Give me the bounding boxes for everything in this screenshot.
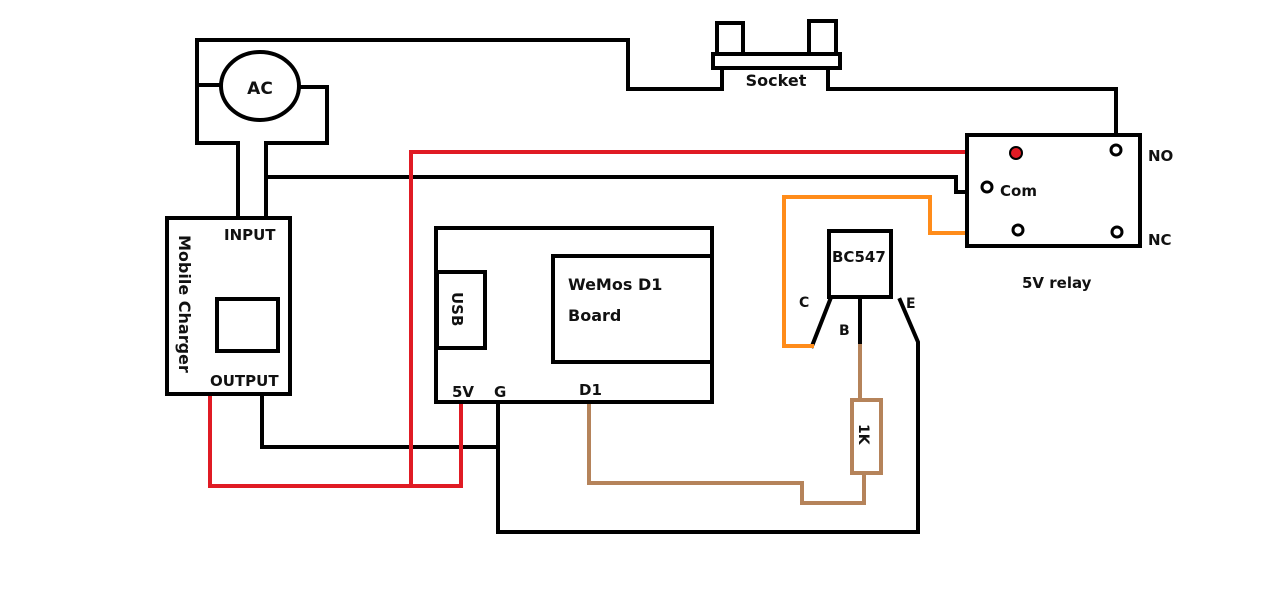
relay-title-label: 5V relay — [1022, 274, 1092, 292]
mobile-charger — [165, 216, 292, 396]
lead-collector — [809, 297, 833, 349]
wemos-board — [434, 226, 714, 404]
wire-relay-coil-positive — [409, 150, 1016, 488]
wire-ac-left-loop — [195, 38, 240, 222]
socket-body — [711, 52, 842, 70]
ac-source-circle — [219, 50, 301, 122]
relay — [965, 133, 1142, 248]
transistor-bc547 — [827, 229, 893, 299]
resistor-1k — [850, 398, 883, 475]
brown-wires — [587, 344, 883, 505]
ac-label: AC — [247, 79, 273, 99]
relay-com-label: Com — [1000, 182, 1037, 200]
relay-com-terminal — [980, 180, 994, 194]
wire-ac-right-loop — [264, 85, 329, 222]
usb-label: USB — [448, 292, 466, 326]
wire-d1-to-resistor — [587, 403, 866, 505]
wire-ac-to-socket — [195, 38, 724, 91]
usb-port — [435, 270, 487, 350]
relay-nc-label: NC — [1148, 231, 1172, 249]
transistor-label: BC547 — [832, 248, 886, 266]
wire-charger-positive — [208, 393, 463, 488]
charger-output-label: OUTPUT — [210, 372, 279, 390]
socket-label: Socket — [746, 71, 807, 90]
black-wires — [195, 38, 1118, 534]
socket-pin-left — [715, 21, 745, 58]
wire-g-to-emitter — [496, 297, 920, 534]
relay-no-label: NO — [1148, 147, 1173, 165]
relay-coil-terminal-bottom — [1011, 223, 1025, 237]
pin-c-label: C — [799, 295, 809, 311]
charger-input-label: INPUT — [224, 226, 276, 244]
pin-g-label: G — [494, 383, 506, 401]
relay-nc-terminal — [1110, 225, 1124, 239]
wemos-label-line2: Board — [568, 306, 621, 325]
pin-b-label: B — [839, 323, 850, 339]
wire-socket-to-relay-no — [826, 66, 1118, 152]
socket — [711, 19, 842, 70]
pin-5v-label: 5V — [452, 383, 474, 401]
relay-coil-terminal-top — [1009, 146, 1023, 160]
wire-collector-to-relay-coil — [782, 195, 1019, 348]
mobile-charger-label: Mobile Charger — [175, 235, 194, 373]
wire-to-relay-com — [264, 175, 987, 194]
relay-no-terminal — [1109, 143, 1123, 157]
socket-pin-right — [807, 19, 838, 56]
pin-d1-label: D1 — [579, 381, 602, 399]
wire-charger-gnd — [260, 393, 500, 449]
wemos-chip-box — [551, 254, 714, 364]
mobile-charger-inner — [215, 297, 280, 353]
wemos-label-line1: WeMos D1 — [568, 275, 662, 294]
pin-e-label: E — [906, 296, 916, 312]
red-wires — [208, 150, 1016, 488]
resistor-label: 1K — [855, 424, 871, 446]
